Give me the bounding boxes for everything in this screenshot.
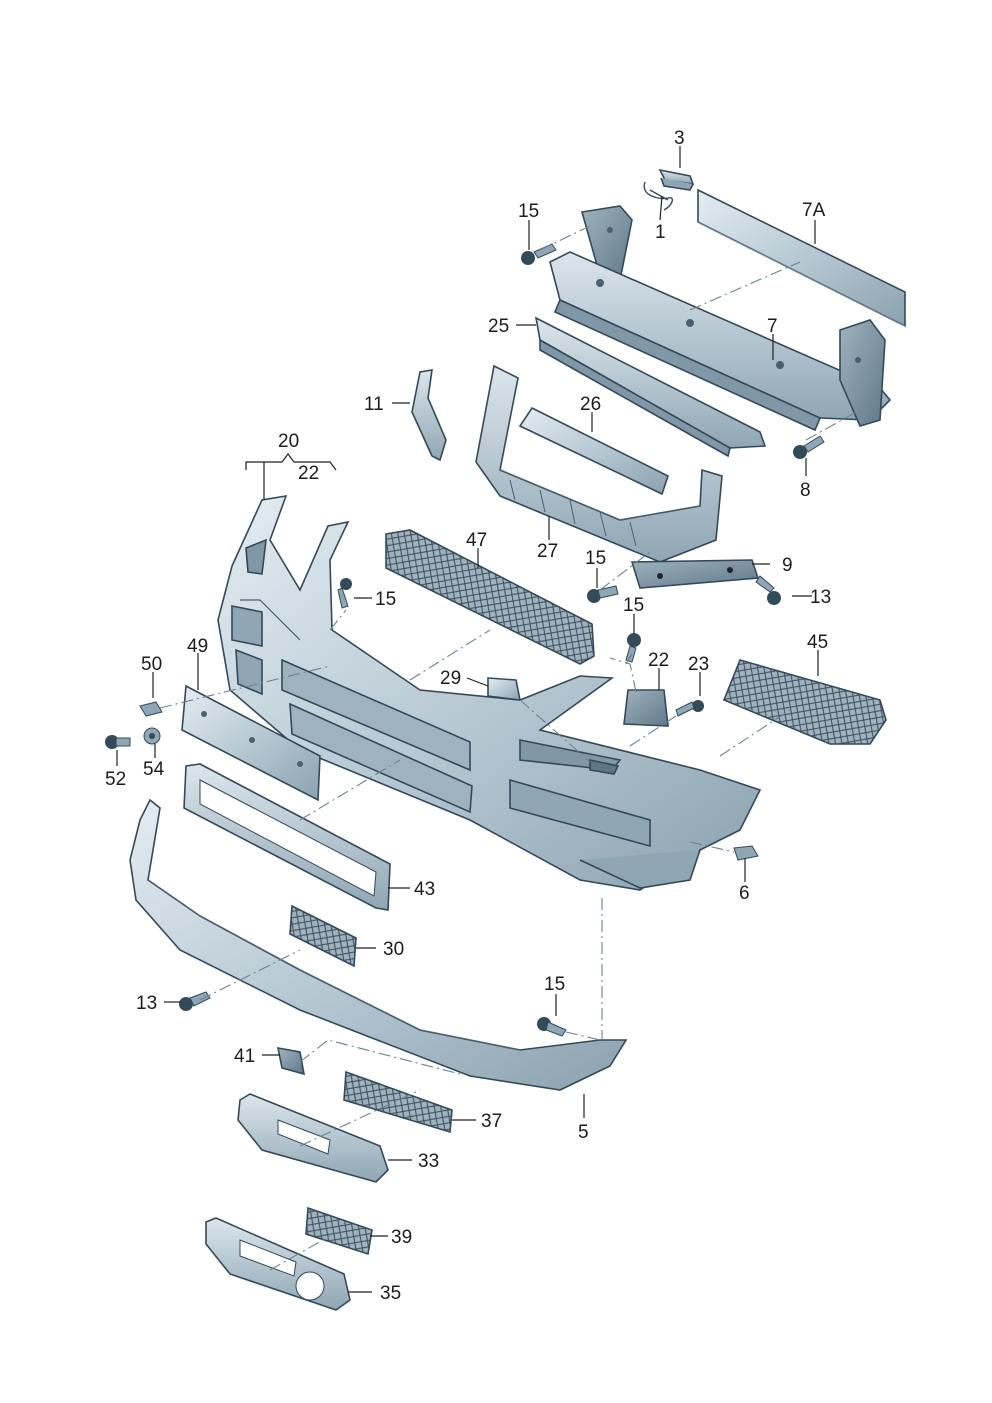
callout-54: 54 — [143, 759, 165, 780]
callout-26: 26 — [580, 394, 601, 415]
callout-43: 43 — [414, 879, 435, 900]
callout-25: 25 — [488, 316, 509, 337]
frame-part-43 — [183, 763, 391, 911]
callout-6: 6 — [739, 883, 750, 904]
cap-part-41 — [276, 1047, 306, 1076]
grille-part-39 — [305, 1206, 373, 1256]
bolt-15-top — [521, 243, 557, 265]
callout-41: 41 — [234, 1046, 255, 1067]
wire-clip-part-1 — [643, 181, 674, 211]
mount-part-9 — [630, 559, 760, 589]
callout-15: 15 — [544, 974, 565, 995]
bolt-15-lower — [537, 1017, 567, 1037]
callout-7: 7 — [767, 316, 778, 337]
lower-spoiler-part-5 — [129, 798, 628, 1091]
callout-37: 37 — [481, 1111, 502, 1132]
callout-29: 29 — [440, 668, 461, 689]
callout-13: 13 — [136, 993, 157, 1014]
callout-52: 52 — [105, 769, 126, 790]
bolt-13-right — [755, 575, 781, 605]
bracket-part-11 — [411, 369, 447, 462]
callout-22: 22 — [648, 650, 669, 671]
bracket-part-22 — [623, 689, 669, 727]
callout-49: 49 — [187, 636, 208, 657]
leader-lines — [116, 146, 819, 1293]
callout-20: 20 — [278, 431, 299, 452]
bumper-cover-part-20 — [217, 494, 762, 891]
callout-45: 45 — [807, 632, 828, 653]
assembly-lines — [159, 225, 861, 1271]
callout-labels: 3 1 7A 15 25 7 11 26 8 20 22 47 27 15 9 … — [105, 128, 831, 1304]
callout-30: 30 — [383, 939, 404, 960]
grille-part-47 — [385, 529, 595, 665]
bolt-15-bracket — [625, 633, 641, 663]
callout-7a: 7A — [802, 200, 826, 221]
callout-1: 1 — [655, 222, 666, 243]
callout-8: 8 — [800, 480, 811, 501]
clip-part-3 — [658, 168, 695, 191]
clip-6 — [733, 845, 759, 861]
grille-part-37 — [343, 1070, 453, 1134]
callout-15: 15 — [375, 589, 396, 610]
bezel-part-35 — [205, 1217, 351, 1311]
callout-15: 15 — [585, 548, 606, 569]
callout-39: 39 — [391, 1227, 412, 1248]
bolt-15-center — [337, 578, 352, 609]
callout-15: 15 — [623, 595, 644, 616]
callout-33: 33 — [418, 1151, 439, 1172]
callout-23: 23 — [688, 654, 709, 675]
callout-11: 11 — [364, 394, 384, 415]
callout-35: 35 — [380, 1283, 401, 1304]
grille-part-45 — [722, 659, 887, 745]
upper-guide-part-25 — [534, 316, 767, 458]
tow-cap-part-29 — [487, 677, 522, 701]
clip-50 — [139, 701, 163, 717]
foam-strip-part-7a — [697, 188, 906, 328]
energy-absorber-part-27 — [475, 364, 723, 563]
bolt-8 — [793, 435, 825, 459]
callout-22: 22 — [298, 463, 319, 484]
plate-holder-part-49 — [181, 684, 321, 802]
grille-part-30 — [289, 904, 357, 968]
bolt-52 — [105, 735, 131, 749]
screw-23 — [675, 700, 704, 717]
callout-13: 13 — [810, 587, 831, 608]
nut-54 — [143, 727, 161, 745]
callout-27: 27 — [537, 541, 558, 562]
bezel-part-33 — [237, 1093, 389, 1183]
callout-47: 47 — [466, 530, 487, 551]
strip-part-26 — [518, 406, 669, 496]
callout-15: 15 — [518, 201, 539, 222]
callout-9: 9 — [782, 555, 793, 576]
callout-5: 5 — [578, 1122, 589, 1143]
bolt-13-lower — [179, 991, 211, 1011]
callout-50: 50 — [141, 654, 162, 675]
bumper-carrier-part-7 — [549, 205, 892, 432]
bolt-15-absorber — [587, 585, 619, 603]
callout-3: 3 — [674, 128, 685, 149]
